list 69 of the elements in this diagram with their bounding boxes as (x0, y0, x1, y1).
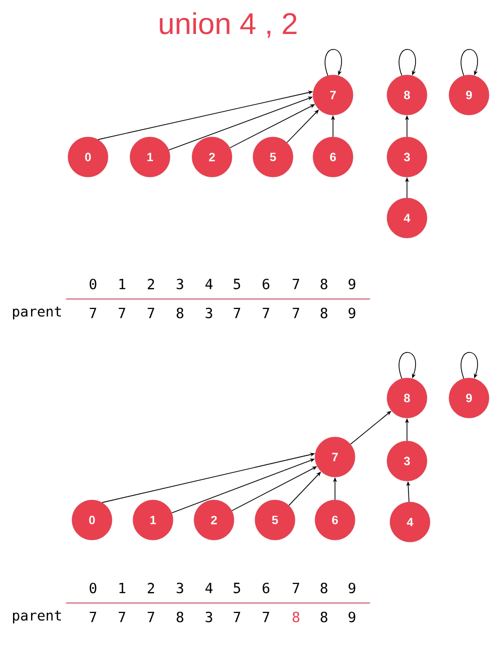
column-index: 6 (262, 278, 270, 290)
parent-value: 7 (292, 308, 300, 318)
arrow (286, 110, 319, 143)
parent-value: 8 (292, 612, 300, 622)
circle-node: 6 (314, 500, 356, 540)
column-index: 2 (148, 278, 154, 290)
parent-value: 7 (148, 612, 154, 622)
parent-value: 7 (262, 612, 270, 622)
column-index: 9 (348, 278, 356, 290)
circle-node: 4 (390, 502, 430, 542)
row-header: parent (13, 306, 61, 320)
self-loop-arrow (460, 352, 478, 379)
parent-value: 3 (206, 612, 212, 622)
circle-node: 6 (312, 136, 354, 178)
circle-node: 8 (386, 378, 428, 418)
parent-value: 7 (148, 308, 154, 318)
column-index: 3 (176, 278, 184, 290)
circle-node: 2 (194, 500, 234, 540)
parent-value: 7 (234, 308, 240, 318)
column-index: 1 (119, 278, 126, 290)
circle-node: 8 (386, 74, 428, 116)
circle-node: 3 (386, 136, 428, 178)
circle-node: 9 (448, 74, 490, 116)
self-loop-arrow (460, 49, 478, 76)
circle-node: 9 (448, 378, 490, 418)
column-index: 2 (148, 582, 154, 594)
circle-node: 5 (252, 136, 294, 178)
row-header: parent (13, 610, 61, 624)
parent-value: 7 (234, 612, 240, 622)
circle-node: 0 (68, 136, 108, 178)
parent-value: 9 (348, 612, 356, 622)
self-loop-arrow (324, 49, 342, 76)
self-loop-arrow (398, 49, 416, 76)
parent-value: 8 (320, 308, 328, 318)
parent-value: 7 (90, 612, 96, 622)
column-index: 5 (234, 582, 240, 594)
circle-node: 1 (130, 136, 170, 178)
circle-node: 1 (132, 500, 174, 540)
column-index: 7 (292, 582, 300, 594)
title: union 4 , 2 (160, 12, 296, 38)
parent-value: 3 (206, 308, 212, 318)
circle-node: 7 (314, 436, 356, 478)
parent-value: 8 (176, 308, 184, 318)
column-index: 5 (234, 278, 240, 290)
parent-value: 7 (118, 308, 126, 318)
column-index: 4 (205, 582, 213, 594)
column-index: 9 (348, 582, 356, 594)
circle-node: 0 (72, 500, 112, 540)
column-index: 8 (320, 278, 328, 290)
column-index: 1 (119, 582, 126, 594)
circle-node: 7 (312, 74, 354, 116)
circle-node: 4 (386, 198, 428, 238)
column-index: 6 (262, 582, 270, 594)
parent-value: 7 (90, 308, 96, 318)
column-index: 7 (292, 278, 300, 290)
column-index: 0 (90, 582, 96, 594)
column-index: 0 (90, 278, 96, 290)
parent-value: 9 (348, 308, 356, 318)
self-loop-arrow (398, 352, 416, 379)
column-index: 8 (320, 582, 328, 594)
circle-node: 3 (386, 440, 428, 482)
parent-value: 8 (176, 612, 184, 622)
column-index: 3 (176, 582, 184, 594)
circle-node: 5 (254, 500, 296, 540)
parent-value: 7 (262, 308, 270, 318)
column-index: 4 (205, 278, 213, 290)
parent-value: 8 (320, 612, 328, 622)
parent-value: 7 (118, 612, 126, 622)
circle-node: 2 (192, 136, 232, 178)
